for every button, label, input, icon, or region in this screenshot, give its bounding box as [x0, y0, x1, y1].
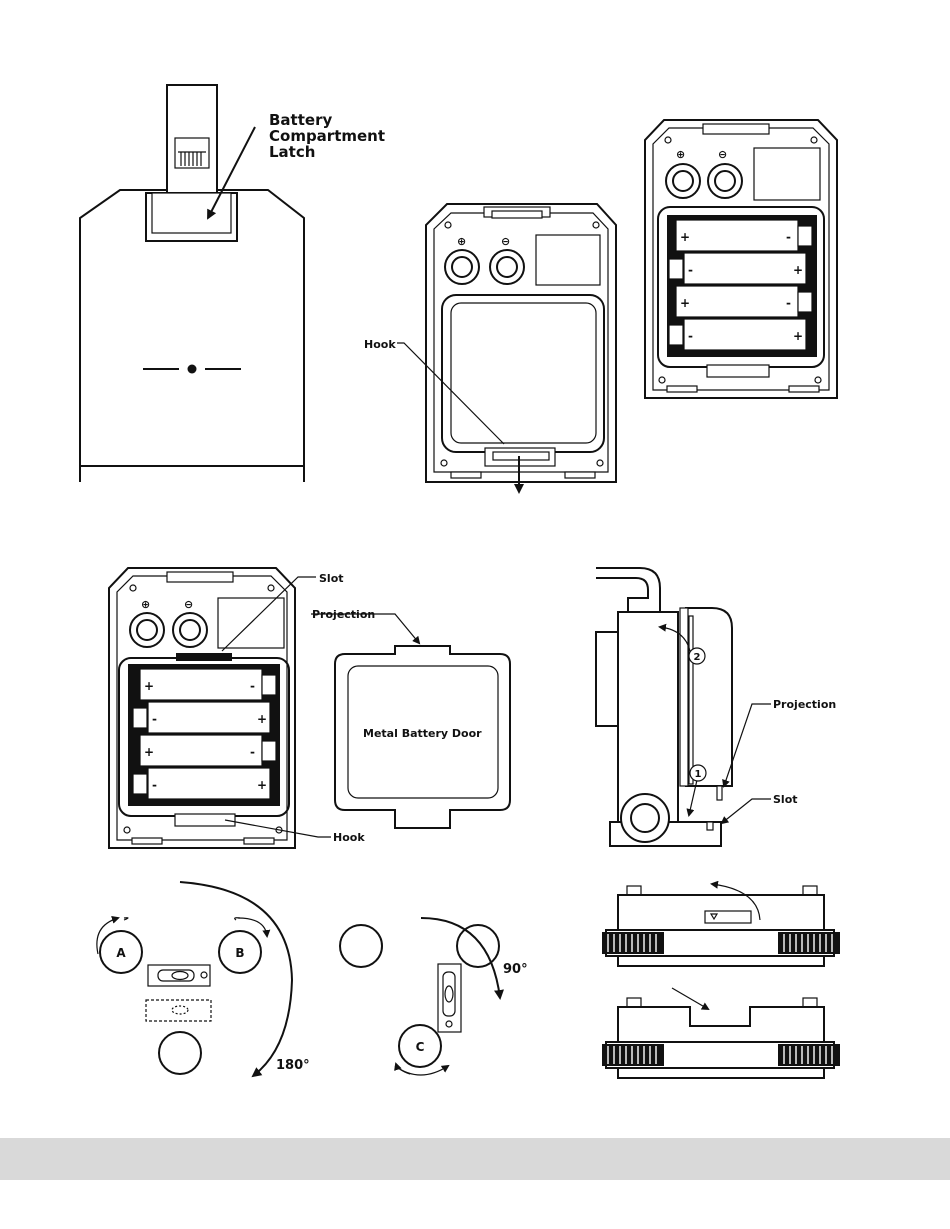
- knob-b-label: B: [235, 946, 244, 960]
- step-2-badge: 2: [694, 652, 701, 663]
- battery-b-plus: +: [257, 712, 267, 726]
- minus-terminal-icon: ⊖: [718, 148, 727, 161]
- battery-c-plus: +: [144, 745, 154, 759]
- minus-terminal-icon: ⊖: [184, 598, 193, 611]
- slot-label-left: Slot: [319, 572, 344, 585]
- angle-90-label: 90°: [503, 962, 528, 977]
- slot-label-right: Slot: [773, 793, 798, 806]
- closed-door-housing-illustration: ⊕ ⊖: [397, 204, 616, 492]
- battery-3-plus: +: [680, 296, 690, 310]
- knob-c-label: C: [416, 1040, 425, 1054]
- plus-terminal-icon: ⊕: [676, 148, 685, 161]
- knob-rotation-180-illustration: [97, 882, 292, 1076]
- hook-label-bottom: Hook: [333, 831, 365, 844]
- metal-battery-door-illustration: [311, 614, 510, 828]
- hook-label-top: Hook: [364, 338, 396, 351]
- footer-band: [0, 1138, 950, 1180]
- side-view-install-illustration: [596, 568, 771, 846]
- projection-label-right: Projection: [773, 698, 836, 711]
- metal-battery-door-label: Metal Battery Door: [363, 727, 482, 740]
- battery-d-minus: -: [152, 778, 157, 792]
- battery-d-plus: +: [257, 778, 267, 792]
- projection-label-left: Projection: [312, 608, 375, 621]
- plus-terminal-icon: ⊕: [141, 598, 150, 611]
- open-compartment-illustration-top: ⊕ ⊖: [645, 120, 837, 398]
- plus-terminal-icon: ⊕: [457, 235, 466, 248]
- battery-2-minus: -: [688, 263, 693, 277]
- battery-4-minus: -: [688, 329, 693, 343]
- latch-label-line3: Latch: [269, 143, 315, 161]
- battery-a-plus: +: [144, 679, 154, 693]
- battery-c-minus: -: [250, 745, 255, 759]
- battery-b-minus: -: [152, 712, 157, 726]
- battery-4-plus: +: [793, 329, 803, 343]
- battery-1-plus: +: [680, 230, 690, 244]
- open-compartment-illustration-slot: ⊕ ⊖: [109, 568, 331, 848]
- battery-2-plus: +: [793, 263, 803, 277]
- minus-terminal-icon: ⊖: [501, 235, 510, 248]
- battery-3-minus: -: [786, 296, 791, 310]
- step-1-badge: 1: [695, 769, 702, 780]
- battery-1-minus: -: [786, 230, 791, 244]
- knob-a-label: A: [116, 946, 126, 960]
- angle-180-label: 180°: [276, 1058, 310, 1073]
- battery-a-minus: -: [250, 679, 255, 693]
